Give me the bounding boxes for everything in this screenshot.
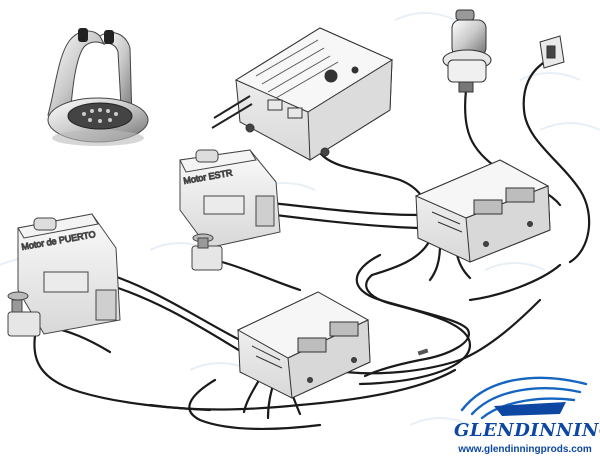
wire-connector-cable	[522, 58, 591, 264]
wire-main-harness	[468, 263, 562, 302]
wire-starboard-sensor	[220, 260, 302, 292]
wiring-harness	[33, 58, 591, 430]
boat-wave-logo-icon	[460, 376, 588, 420]
wire-tag	[417, 348, 429, 356]
wall-connector-plug-icon	[539, 35, 565, 69]
wire-upper-to-lower-loop	[355, 253, 470, 378]
brand-url[interactable]: www.glendinningprods.com	[458, 444, 592, 455]
wire-processor-upper	[316, 148, 432, 217]
engine-sensor-starboard-icon	[191, 233, 223, 271]
control-processor-box-icon	[211, 27, 394, 161]
engine-sensor-port-icon	[7, 291, 41, 337]
brand-logo: GLENDINNING www.glendinningprods.com	[448, 366, 600, 460]
cable-actuator-lower-box-icon	[236, 291, 371, 399]
cable-actuator-upper-box-icon	[414, 159, 551, 263]
dual-lever-control-head-icon	[47, 28, 149, 146]
station-joystick-icon	[442, 9, 492, 93]
engine-motor-port-icon: Motor de PUERTO	[17, 213, 121, 335]
brand-name: GLENDINNING	[454, 420, 600, 441]
engine-motor-starboard-icon: Motor ESTR	[179, 149, 281, 249]
